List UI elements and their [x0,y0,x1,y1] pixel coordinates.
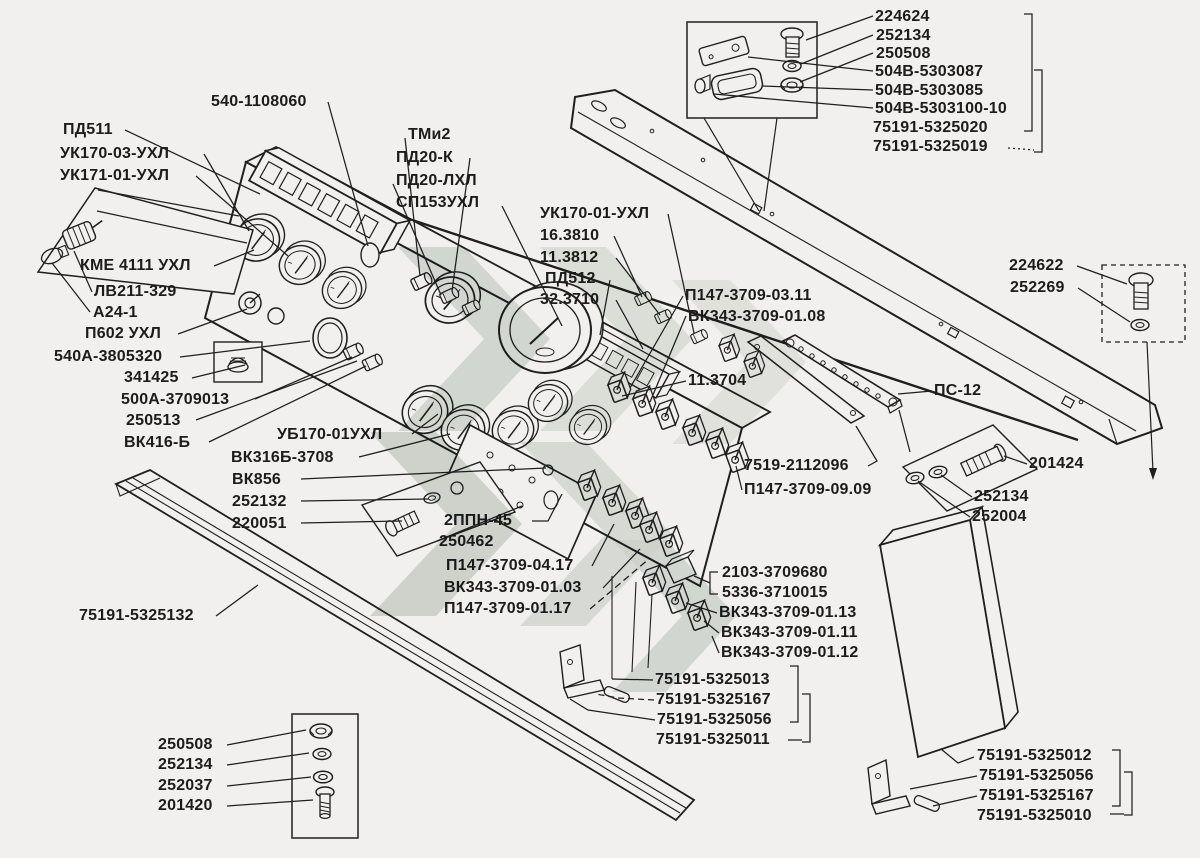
part-label: П147-3709-04.17 [446,557,574,574]
part-label: 500А-3709013 [121,391,230,408]
part-label: 75191-5325167 [656,691,771,708]
part-label: ПД512 [545,270,596,287]
part-label: ВК416-Б [124,434,191,451]
part-label: 75191-5325056 [979,767,1094,784]
part-label: ТМи2 [408,126,451,143]
part-label: 75191-5325010 [977,807,1092,824]
part-label: 540А-3805320 [54,348,163,365]
part-label: ПС-12 [934,382,982,399]
part-label: 5336-3710015 [722,584,828,601]
top-fastener-box [686,21,818,212]
part-label: ВК316Б-3708 [231,449,334,466]
part-label: 250513 [126,412,181,429]
part-label: ПД511 [63,121,113,138]
terminal-strip-drawing [746,334,903,424]
part-label: ВК343-3709-01.12 [721,644,859,661]
bulb-box-drawing [36,187,254,295]
part-label: 75191-5325012 [977,747,1092,764]
part-label: 250508 [876,45,931,62]
part-label: 504В-5303100-10 [875,100,1007,117]
part-label: П147-3709-03.11 [685,287,812,304]
part-label: 540-1108060 [211,93,307,110]
part-label: 250508 [158,736,213,753]
part-label: 201424 [1029,455,1084,472]
part-label: 220051 [232,515,287,532]
part-label: 504В-5303087 [875,63,984,80]
bracket-right-drawing [867,758,940,815]
part-label: ПД20-ЛХЛ [396,172,477,189]
part-label: ВК343-3709-01.13 [719,604,857,621]
cap-box-drawing [213,341,263,383]
part-label: ЛВ211-329 [94,283,177,300]
part-label: 75191-5325020 [873,119,988,136]
part-label: 75191-5325132 [79,607,194,624]
mounting-bar-drawing [569,88,1164,446]
part-label: 224624 [875,8,930,25]
part-label: УК170-01-УХЛ [540,205,650,222]
part-label: 75191-5325013 [655,671,770,688]
part-label: 16.3810 [540,227,600,244]
part-label: 252134 [876,27,931,44]
part-label: 11.3704 [688,372,747,389]
part-label: ВК343-3709-01.08 [688,308,826,325]
part-label: 201420 [158,797,213,814]
bracket-center-drawing [559,644,630,703]
part-label: 250462 [439,533,494,550]
cover-box-drawing [877,505,1019,759]
part-label: 252134 [158,756,213,773]
part-label: 2103-3709680 [722,564,828,581]
part-label: 11.3812 [540,249,599,266]
part-label: 504В-5303085 [875,82,984,99]
key-switch-drawing [238,242,380,359]
part-label: 75191-5325019 [873,138,988,155]
part-label: 75191-5325056 [657,711,772,728]
part-label: УК171-01-УХЛ [60,167,170,184]
bottom-fastener-box [291,713,359,839]
right-bolt-box [1101,264,1186,480]
part-label: УК170-03-УХЛ [60,145,170,162]
part-label: СП153УХЛ [396,194,480,211]
part-label: П602 УХЛ [85,325,162,342]
part-label: П147-3709-01.17 [444,600,572,617]
part-label: УБ170-01УХЛ [277,426,383,443]
part-label: 252269 [1010,279,1065,296]
part-label: 252134 [974,488,1029,505]
part-label: КМЕ 4111 УХЛ [80,257,191,274]
part-label: 224622 [1009,257,1064,274]
part-label: 2ППН-45 [444,512,512,529]
part-label: 252004 [972,508,1027,525]
part-label: ПД20-К [396,149,453,166]
part-label: ВК856 [232,471,282,488]
part-label: 7519-2112096 [744,457,849,474]
part-label: 252132 [232,493,287,510]
bolt-box-201424 [901,424,1039,512]
part-label: ВК343-3709-01.11 [721,624,858,641]
part-label: 341425 [124,369,179,386]
part-label: 75191-5325167 [979,787,1094,804]
part-label: П147-3709-09.09 [744,481,872,498]
part-label: 75191-5325011 [656,731,770,748]
bottom-strip-drawing [114,468,696,822]
part-label: 252037 [158,777,213,794]
part-label: ВК343-3709-01.03 [444,579,582,596]
part-label: А24-1 [93,304,138,321]
part-label: 32.3710 [540,291,600,308]
connector-lines [611,576,653,679]
